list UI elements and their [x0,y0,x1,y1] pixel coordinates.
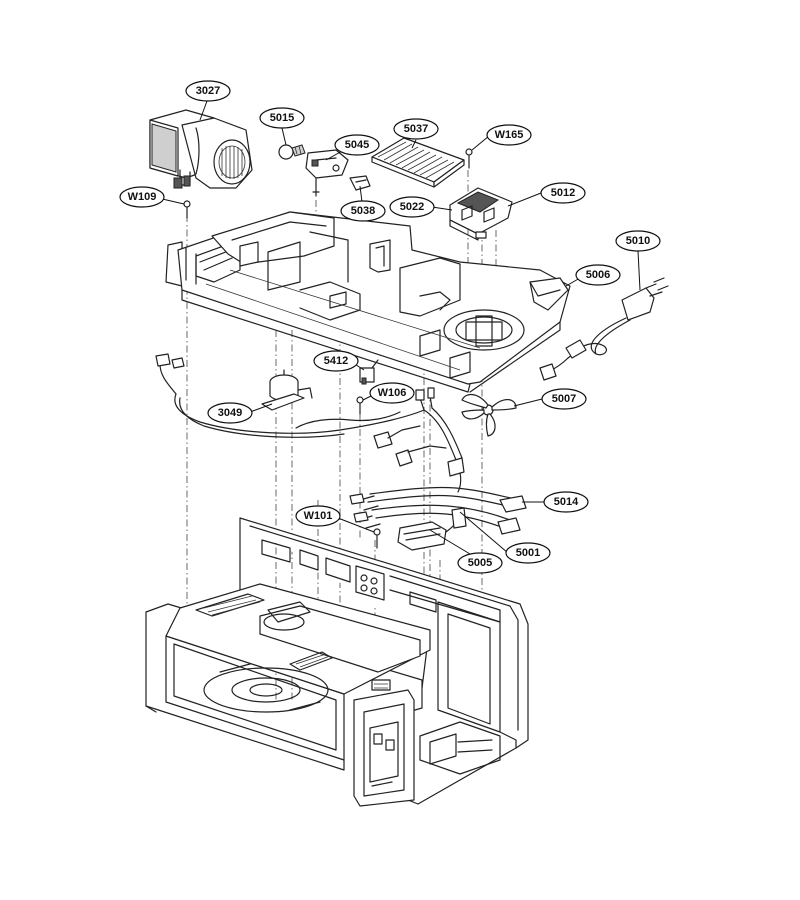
charcoal-filter [371,137,465,188]
callout-label: W109 [128,191,157,203]
callout-label: 5015 [270,112,294,124]
power-cord [539,277,669,381]
callout-label: 5045 [345,139,369,151]
leader-lines [157,100,641,561]
callout-5045: 5045 [334,134,380,156]
callout-3049: 3049 [207,402,253,424]
callout-label: 5037 [404,123,428,135]
callout-5012: 5012 [540,182,586,204]
lamp-socket [305,149,349,197]
callout-5014: 5014 [543,491,589,513]
callout-5005: 5005 [457,552,503,574]
callout-5010: 5010 [615,230,661,252]
door-switch [359,359,379,385]
turntable-motor [261,369,313,411]
callout-5037: 5037 [393,118,439,140]
callout-5022: 5022 [389,196,435,218]
callout-w109: W109 [119,186,165,208]
base-plate [165,211,571,393]
damper-assembly [449,187,513,241]
callout-5001: 5001 [505,542,551,564]
callout-label: W106 [378,387,407,399]
callout-label: 3027 [196,85,220,97]
lamp-holder-clip [349,175,371,191]
screw-w165 [465,148,473,169]
screw-w109 [183,200,191,219]
lamp-bulb [278,144,306,160]
callout-label: 5005 [468,557,492,569]
callout-label: 5014 [554,496,579,508]
callout-label: 5038 [351,205,375,217]
callout-5015: 5015 [259,107,305,129]
callout-5412: 5412 [313,350,359,372]
callout-5038: 5038 [340,200,386,222]
callout-w106: W106 [369,382,415,404]
callout-label: 5022 [400,201,424,213]
callout-5006: 5006 [575,264,621,286]
callout-label: 5006 [586,269,610,281]
callout-label: 5001 [516,547,540,559]
callout-w165: W165 [486,124,532,146]
callout-5007: 5007 [541,388,587,410]
callout-w101: W101 [295,505,341,527]
callout-label: W101 [304,510,333,522]
callout-label: 5010 [626,235,650,247]
blower-motor-assembly [149,109,253,189]
callout-label: 5412 [324,355,348,367]
callout-label: 5012 [551,187,575,199]
callout-label: 3049 [218,407,242,419]
screw-w106 [356,396,364,415]
cooling-fan-blade [461,394,517,437]
callout-label: 5007 [552,393,576,405]
callout-label: W165 [495,129,524,141]
oven-cavity-chassis [145,517,529,807]
wire-harness [155,353,527,551]
callout-3027: 3027 [185,80,231,102]
